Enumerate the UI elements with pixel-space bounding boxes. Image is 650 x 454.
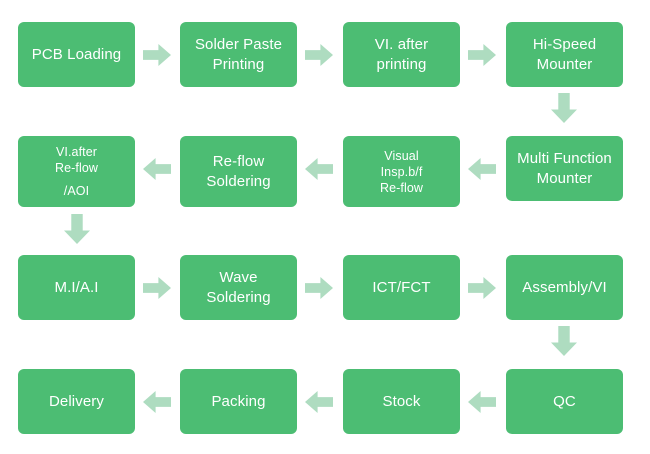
arrow-right-icon [468, 277, 496, 299]
arrow-right-icon [305, 44, 333, 66]
node-label-line: Delivery [49, 392, 104, 410]
node-label-line: VI. after [374, 36, 429, 54]
node-stock[interactable]: Stock [343, 369, 460, 434]
node-multi-function-mounter[interactable]: Multi Function Mounter [506, 136, 623, 201]
node-solder-paste-printing[interactable]: Solder Paste Printing [180, 22, 297, 87]
node-assembly-vi[interactable]: Assembly/VI [506, 255, 623, 320]
node-label-line: Re-flow [212, 153, 265, 171]
node-label-line: M.I/A.I [54, 278, 99, 296]
node-vi-after-reflow-aoi[interactable]: VI.after Re-flow /AOI [18, 136, 135, 207]
node-label-line: Stock [382, 392, 421, 410]
node-vi-after-printing[interactable]: VI. after printing [343, 22, 460, 87]
arrow-left-icon [143, 391, 171, 413]
node-visual-inspection-before-reflow[interactable]: Visual Insp.b/f Re-flow [343, 136, 460, 207]
node-label-line: Re-flow [54, 161, 99, 175]
node-label-line: VI.after [55, 145, 98, 159]
node-label-line: Solder Paste [194, 36, 283, 54]
node-ict-fct[interactable]: ICT/FCT [343, 255, 460, 320]
node-label-line: /AOI [63, 184, 90, 198]
node-label-line: Assembly/VI [522, 278, 607, 296]
node-label-line: ICT/FCT [372, 278, 431, 296]
arrow-left-icon [305, 158, 333, 180]
node-label-line: Visual [384, 148, 419, 163]
arrow-right-icon [143, 44, 171, 66]
node-delivery[interactable]: Delivery [18, 369, 135, 434]
arrow-right-icon [305, 277, 333, 299]
node-mi-ai[interactable]: M.I/A.I [18, 255, 135, 320]
node-label-line: Hi-Speed [532, 36, 597, 54]
node-pcb-loading[interactable]: PCB Loading [18, 22, 135, 87]
node-label-line: Printing [212, 55, 265, 73]
arrow-right-icon [468, 44, 496, 66]
node-label-line: PCB Loading [31, 45, 122, 63]
node-label-line: Insp.b/f [380, 164, 423, 179]
arrow-left-icon [468, 158, 496, 180]
node-label-line: Multi Function [517, 150, 612, 168]
node-label-line: Mounter [536, 169, 593, 187]
node-hi-speed-mounter[interactable]: Hi-Speed Mounter [506, 22, 623, 87]
node-label-line: Soldering [206, 288, 271, 306]
node-label-line: Mounter [536, 55, 593, 73]
arrow-down-icon [551, 326, 577, 356]
arrow-left-icon [305, 391, 333, 413]
node-label-line: Wave [219, 269, 258, 287]
node-wave-soldering[interactable]: Wave Soldering [180, 255, 297, 320]
node-label-line: printing [376, 55, 427, 73]
node-label-line: QC [553, 392, 576, 410]
node-packing[interactable]: Packing [180, 369, 297, 434]
arrow-left-icon [468, 391, 496, 413]
node-label-line: Re-flow [379, 180, 424, 195]
node-qc[interactable]: QC [506, 369, 623, 434]
arrow-down-icon [551, 93, 577, 123]
node-label-line: Packing [211, 392, 266, 410]
arrow-down-icon [64, 214, 90, 244]
node-label-line: Soldering [206, 172, 271, 190]
node-reflow-soldering[interactable]: Re-flow Soldering [180, 136, 297, 207]
arrow-right-icon [143, 277, 171, 299]
arrow-left-icon [143, 158, 171, 180]
